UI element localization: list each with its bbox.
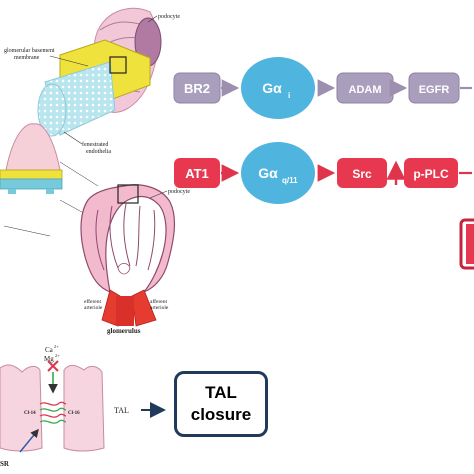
podocyte-label-glomerulus: podocyte bbox=[149, 189, 190, 199]
svg-text:arteriole: arteriole bbox=[84, 305, 103, 311]
tal-closure-line2: closure bbox=[190, 405, 252, 424]
src-box bbox=[337, 158, 387, 188]
gbm-label: glomerular basement membrane bbox=[4, 48, 89, 67]
tal-closure-line1: TAL bbox=[205, 383, 237, 402]
offscreen-red-box-fill bbox=[466, 224, 474, 264]
svg-text:arteriole: arteriole bbox=[150, 305, 169, 311]
svg-text:2+: 2+ bbox=[55, 353, 60, 358]
gaq-subscript: q/11 bbox=[282, 176, 298, 185]
ions-label: Ca 2+ Mg 2+ bbox=[44, 344, 60, 363]
svg-text:Ca: Ca bbox=[45, 346, 54, 354]
svg-text:efferent: efferent bbox=[84, 298, 101, 305]
p-plc-label: p-PLC bbox=[413, 167, 449, 181]
br2-box bbox=[173, 72, 221, 104]
connector-line bbox=[3, 225, 51, 237]
svg-text:2+: 2+ bbox=[54, 344, 59, 349]
gai-circle bbox=[241, 57, 315, 119]
egfr-label: EGFR bbox=[419, 84, 450, 96]
adam-label: ADAM bbox=[349, 84, 382, 96]
filtration-barrier-illustration bbox=[37, 7, 162, 137]
at1-box bbox=[174, 158, 220, 188]
br2-label: BR2 bbox=[184, 81, 210, 96]
gai-label: Gα bbox=[262, 80, 282, 96]
svg-text:podocyte: podocyte bbox=[168, 189, 190, 195]
pathway-at1: AT1 Gα q/11 Src p-PLC bbox=[174, 142, 472, 204]
connector-line bbox=[59, 161, 99, 187]
at1-label: AT1 bbox=[185, 166, 209, 181]
glomerulus-illustration bbox=[80, 184, 176, 327]
tal-closure-box: TAL closure bbox=[174, 371, 268, 437]
svg-text:afferent: afferent bbox=[150, 298, 167, 305]
afferent-label: afferent arteriole bbox=[150, 298, 169, 311]
tal-label: TAL bbox=[114, 406, 129, 415]
p-plc-box bbox=[404, 158, 458, 188]
pathway-br2: BR2 Gα i ADAM EGFR bbox=[173, 57, 472, 119]
efferent-label: efferent arteriole bbox=[84, 298, 103, 311]
glomerulus-label: glomerulus bbox=[107, 327, 141, 335]
svg-text:endothelia: endothelia bbox=[86, 149, 111, 155]
gaq-circle bbox=[241, 142, 315, 204]
src-label: Src bbox=[352, 167, 372, 181]
cl16-label: Cl-16 bbox=[68, 411, 80, 416]
sr-label: SR bbox=[0, 460, 10, 468]
egfr-box bbox=[408, 72, 460, 104]
gai-subscript: i bbox=[288, 91, 290, 100]
tubule-cells-illustration bbox=[0, 360, 105, 453]
gbm-cross-section bbox=[0, 123, 63, 194]
svg-text:Mg: Mg bbox=[44, 355, 54, 363]
fenestrated-label: fenestrated endothelia bbox=[63, 131, 111, 155]
gaq-label: Gα bbox=[258, 165, 278, 181]
svg-text:podocyte: podocyte bbox=[158, 14, 180, 20]
svg-text:membrane: membrane bbox=[14, 55, 40, 61]
svg-text:fenestrated: fenestrated bbox=[82, 141, 108, 148]
cl14-label: Cl-14 bbox=[24, 411, 36, 416]
podocyte-label-top: podocyte bbox=[147, 14, 180, 23]
svg-text:glomerular basement: glomerular basement bbox=[4, 48, 55, 54]
